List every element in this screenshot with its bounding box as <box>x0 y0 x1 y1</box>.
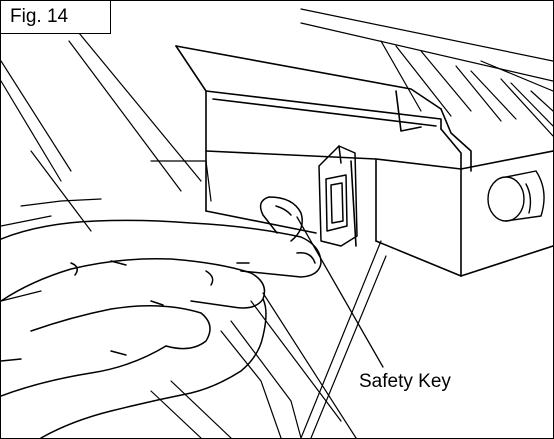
figure-label-box: Fig. 14 <box>1 1 111 34</box>
safety-key-callout: Safety Key <box>359 371 451 392</box>
lower-frame <box>150 160 387 438</box>
housing <box>175 45 553 277</box>
figure-label: Fig. 14 <box>10 6 69 27</box>
frame-rails <box>1 32 202 302</box>
knob <box>487 170 545 222</box>
hand-illustration <box>1 196 322 438</box>
callout-leader-line <box>296 216 384 368</box>
background-structure <box>300 8 553 137</box>
safety-key-illustration <box>318 145 358 247</box>
